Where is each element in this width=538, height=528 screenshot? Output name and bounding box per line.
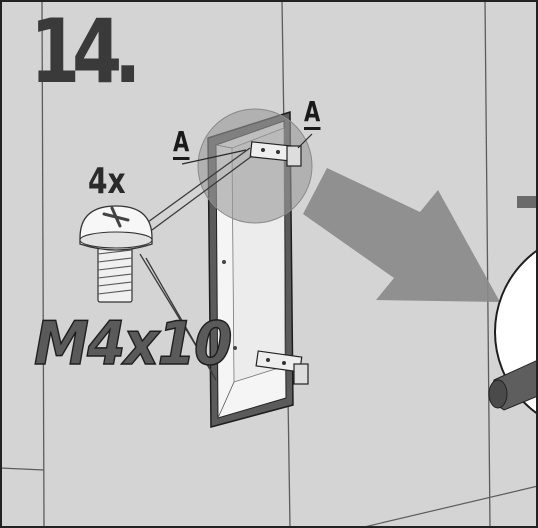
screw-size-label: M4x10 — [33, 309, 233, 379]
step-number: 14. — [30, 0, 141, 103]
wall-seam-left — [41, 0, 45, 528]
screw-leader-lines — [139, 147, 253, 381]
wall-edge-low — [0, 467, 45, 471]
callout-label-right: A — [304, 95, 321, 130]
callout-leader-left — [181, 149, 247, 165]
cabinet-hole — [233, 346, 237, 350]
detail-screw-tip — [488, 379, 508, 409]
bottom-bracket — [255, 350, 309, 385]
detail-view — [488, 196, 538, 416]
cabinet-hole — [222, 260, 226, 264]
wall-seam-right — [484, 0, 491, 528]
cabinet-inner-edge-bottom — [217, 381, 235, 419]
callout-leader-right — [297, 133, 313, 149]
zoom-highlight — [197, 108, 313, 224]
top-bracket — [249, 141, 302, 167]
screw-icon — [79, 205, 153, 303]
detail-bracket-tab — [517, 196, 538, 208]
floor-line — [359, 485, 538, 528]
quantity-label: 4x — [88, 161, 126, 202]
direction-arrow — [303, 168, 500, 302]
callout-label-left: A — [173, 125, 190, 160]
